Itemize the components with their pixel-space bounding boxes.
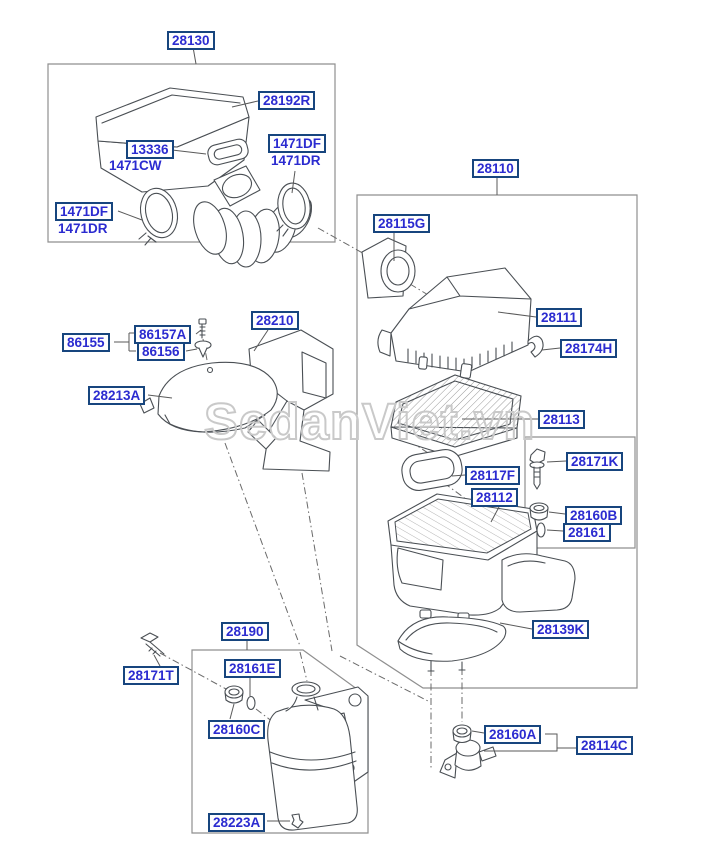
part-label-13336[interactable]: 13336: [126, 140, 174, 159]
drawing-resonator-bottle: [268, 682, 358, 830]
part-label-28161E[interactable]: 28161E: [224, 659, 281, 678]
drawing-clip-28223a: [292, 814, 303, 828]
part-label-28160C[interactable]: 28160C: [208, 720, 266, 739]
part-label-28112[interactable]: 28112: [471, 488, 518, 507]
part-label-28161[interactable]: 28161: [563, 523, 611, 542]
drawing-air-cleaner-body: [388, 494, 575, 621]
part-label-28114C[interactable]: 28114C: [576, 736, 633, 755]
part-label-1471DF-left[interactable]: 1471DF: [55, 202, 114, 221]
drawing-screw-86157a: [199, 319, 206, 338]
drawing-body-seal: [399, 447, 464, 493]
drawing-pin-28161: [537, 523, 545, 537]
drawing-grommet-28160b: [530, 503, 548, 520]
drawing-resonator: [140, 362, 277, 449]
drawing-hose-clamp-left: [135, 184, 182, 245]
drawing-air-filter: [391, 375, 521, 457]
part-label-1471CW[interactable]: 1471CW: [109, 158, 162, 173]
part-label-28190[interactable]: 28190: [221, 622, 269, 641]
part-label-28174H[interactable]: 28174H: [560, 339, 618, 358]
drawing-outlet-duct: [398, 617, 506, 671]
part-label-28160A[interactable]: 28160A: [484, 725, 542, 744]
part-label-28192R[interactable]: 28192R: [258, 91, 316, 110]
part-label-86155[interactable]: 86155: [62, 333, 110, 352]
part-label-28139K[interactable]: 28139K: [532, 620, 590, 639]
part-label-28117F[interactable]: 28117F: [465, 466, 521, 485]
part-label-28210[interactable]: 28210: [251, 311, 299, 330]
drawing-grommet-28160c: [225, 686, 243, 703]
part-label-28213A[interactable]: 28213A: [88, 386, 146, 405]
group-box-28130: [48, 64, 335, 242]
part-label-1471DR-right[interactable]: 1471DR: [271, 153, 321, 168]
part-label-28171T[interactable]: 28171T: [123, 666, 179, 685]
part-label-28171K[interactable]: 28171K: [566, 452, 624, 471]
part-label-28130[interactable]: 28130: [167, 31, 215, 50]
group-box-28110: [357, 195, 637, 688]
watermark: SedanViet.vn: [203, 392, 536, 451]
leader-lines: [114, 47, 576, 821]
part-label-28110[interactable]: 28110: [472, 159, 519, 178]
drawing-pin-28161e: [247, 697, 255, 710]
drawing-air-cleaner-cover: [378, 268, 531, 379]
drawing-bolt-28171k: [530, 449, 545, 489]
drawing-bolt-28171t: [141, 633, 164, 656]
part-label-28223A[interactable]: 28223A: [208, 813, 266, 832]
part-label-1471DR-left[interactable]: 1471DR: [58, 221, 108, 236]
part-label-28115G[interactable]: 28115G: [373, 214, 431, 233]
part-label-1471DF-right[interactable]: 1471DF: [268, 134, 327, 153]
part-label-28111[interactable]: 28111: [536, 308, 583, 327]
part-label-86156[interactable]: 86156: [137, 342, 185, 361]
drawing-hose-clamp-right: [275, 181, 313, 236]
drawing-intake-boot: [362, 238, 415, 298]
drawing-seal-ring: [206, 137, 250, 166]
drawing-cover-hook: [528, 336, 543, 357]
drawing-clip-86156: [195, 341, 211, 357]
part-label-28113[interactable]: 28113: [538, 410, 585, 429]
